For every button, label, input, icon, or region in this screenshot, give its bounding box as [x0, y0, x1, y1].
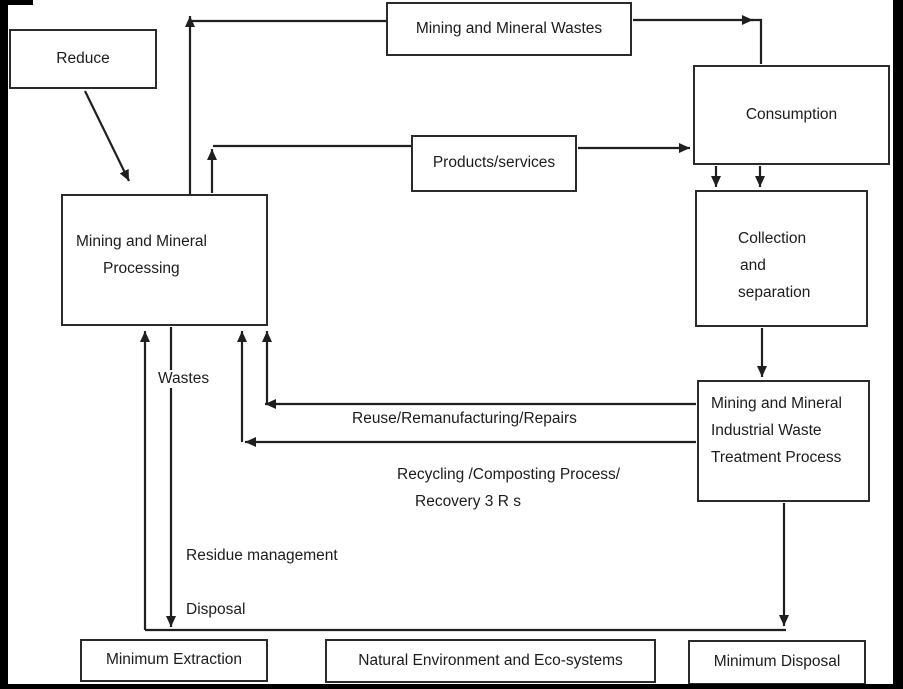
box-processing-line1: Mining and Mineral	[76, 233, 207, 250]
label-residue-management: Residue management	[184, 547, 340, 565]
box-consumption: Consumption	[693, 65, 890, 165]
box-minimum-extraction-label: Minimum Extraction	[105, 651, 243, 669]
box-treatment-line1: Mining and Mineral	[711, 395, 842, 412]
label-recovery-3rs: Recovery 3 R s	[413, 493, 523, 511]
box-minimum-disposal-label: Minimum Disposal	[713, 653, 841, 671]
frame-left-bar	[0, 0, 8, 684]
label-disposal: Disposal	[184, 601, 248, 619]
label-recycling-composting: Recycling /Composting Process/	[395, 466, 623, 484]
box-collection-separation: Collection and separation	[695, 190, 868, 327]
label-wastes: Wastes	[156, 370, 212, 388]
box-minimum-extraction: Minimum Extraction	[80, 639, 268, 682]
box-products-services-label: Products/services	[432, 154, 556, 172]
box-collection-line1: Collection	[738, 230, 807, 247]
box-mining-mineral-wastes: Mining and Mineral Wastes	[386, 2, 632, 56]
box-treatment-line2: Industrial Waste	[711, 422, 822, 439]
box-treatment-line3: Treatment Process	[711, 449, 842, 466]
arrow-reduce-to-processing	[84, 90, 130, 182]
label-reuse-remanufacturing-repairs: Reuse/Remanufacturing/Repairs	[350, 410, 579, 428]
box-products-services: Products/services	[411, 135, 577, 192]
box-minimum-disposal: Minimum Disposal	[688, 640, 866, 685]
box-collection-line3: separation	[738, 284, 811, 301]
box-processing-line2: Processing	[103, 260, 180, 277]
box-consumption-label: Consumption	[745, 105, 838, 123]
box-mining-mineral-wastes-label: Mining and Mineral Wastes	[415, 19, 603, 37]
line-wastes-corner-down	[752, 18, 763, 64]
box-mining-mineral-processing: Mining and Mineral Processing	[61, 194, 268, 326]
box-waste-treatment: Mining and Mineral Industrial Waste Trea…	[697, 380, 870, 502]
frame-bottom-bar	[0, 684, 903, 689]
frame-right-bar	[893, 0, 903, 689]
box-collection-line2: and	[740, 257, 766, 274]
box-reduce-label: Reduce	[56, 49, 110, 67]
frame-top-left-bar	[0, 0, 33, 5]
box-natural-environment: Natural Environment and Eco-systems	[325, 639, 656, 683]
box-natural-environment-label: Natural Environment and Eco-systems	[358, 651, 623, 669]
box-reduce: Reduce	[9, 29, 157, 89]
